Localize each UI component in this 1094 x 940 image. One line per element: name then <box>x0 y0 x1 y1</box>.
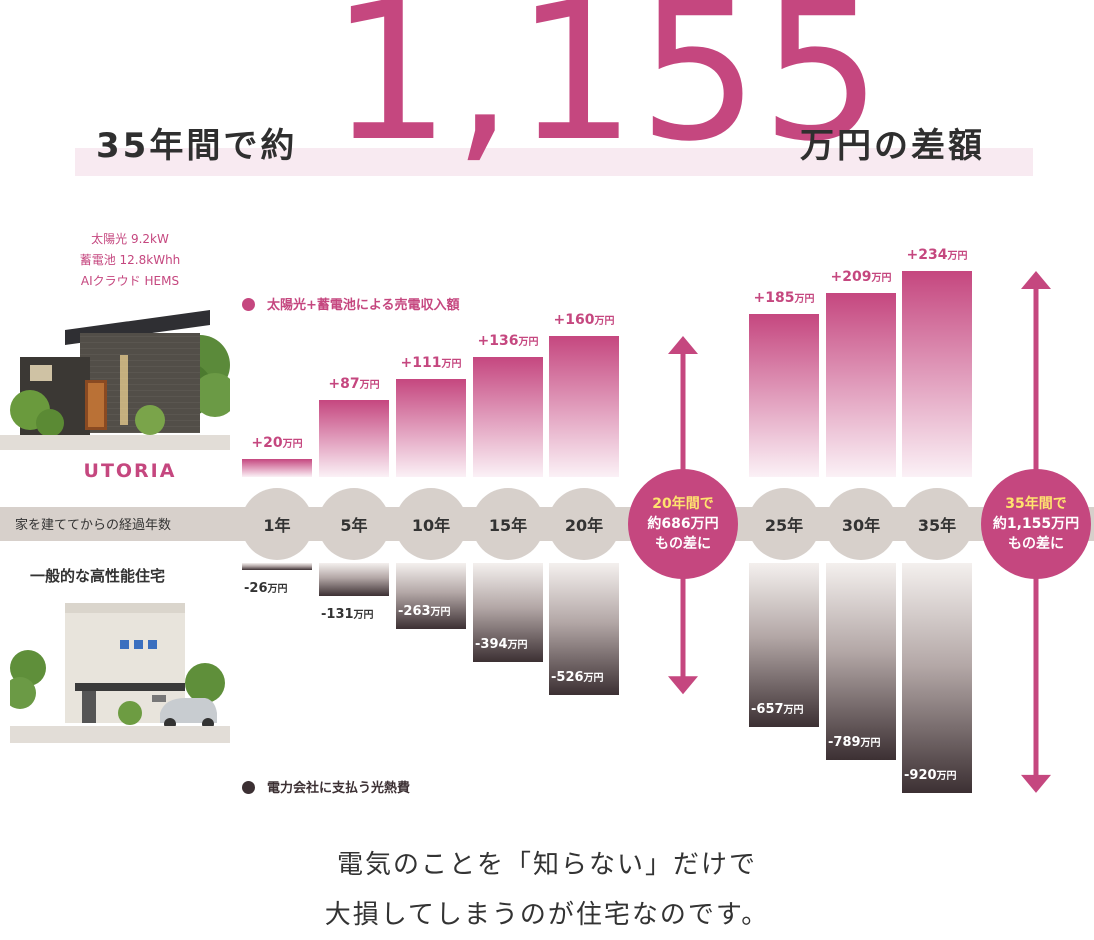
tagline: 電気のことを「知らない」だけで 大損してしまうのが住宅なのです。 <box>0 840 1094 940</box>
difference-line: 約1,155万円 <box>992 516 1080 532</box>
legend-cost: 電力会社に支払う光熱費 <box>242 777 410 796</box>
cost-label: -789万円 <box>828 735 881 751</box>
cost-bar <box>473 563 543 662</box>
cost-label: -920万円 <box>904 768 957 783</box>
arrow-up-head <box>1021 271 1051 290</box>
income-bar <box>549 336 619 477</box>
income-label: +185万円 <box>753 290 815 307</box>
unit-label: 万円 <box>267 583 288 595</box>
cost-bar <box>396 563 466 629</box>
difference-line: 35年間で <box>1005 496 1067 512</box>
cost-bar <box>319 563 389 596</box>
unit-label: 万円 <box>359 380 380 392</box>
unit-label: 万円 <box>441 359 462 371</box>
axis-label: 家を建ててからの経過年数 <box>15 518 172 533</box>
year-circle: 15年 <box>472 488 544 560</box>
income-label: +111万円 <box>400 355 462 372</box>
arrow-down-head <box>668 676 698 695</box>
headline-number: 1,155 <box>330 0 884 183</box>
income-label: +234万円 <box>906 247 968 264</box>
income-label: +87万円 <box>328 376 380 393</box>
unit-label: 万円 <box>871 273 892 285</box>
cost-label: -657万円 <box>751 702 804 718</box>
legend-cost-dot <box>242 781 255 794</box>
headline-band <box>75 148 1033 176</box>
difference-line: もの差に <box>654 536 711 552</box>
unit-label: 万円 <box>507 639 528 651</box>
difference-text: 20年間で約686万円もの差に <box>647 494 718 554</box>
income-label: +209万円 <box>830 269 892 286</box>
tagline-line-1: 電気のことを「知らない」だけで <box>336 850 757 880</box>
unit-label: 万円 <box>282 439 303 451</box>
utoria-house-image <box>0 310 230 450</box>
year-circle: 5年 <box>318 488 390 560</box>
year-circle: 10年 <box>395 488 467 560</box>
difference-circle: 35年間で約1,155万円もの差に <box>981 469 1091 579</box>
cost-bar <box>902 563 972 793</box>
year-circle: 30年 <box>825 488 897 560</box>
year-circle: 25年 <box>748 488 820 560</box>
generic-house-image <box>10 603 230 743</box>
difference-line: 約686万円 <box>647 516 719 532</box>
cost-label: -263万円 <box>398 603 451 619</box>
cost-bar <box>826 563 896 761</box>
difference-line: もの差に <box>1007 536 1064 552</box>
unit-label: 万円 <box>936 771 957 782</box>
unit-label: 万円 <box>583 672 604 684</box>
year-circle: 1年 <box>241 488 313 560</box>
cost-label: -26万円 <box>244 580 288 596</box>
income-bar <box>749 314 819 477</box>
headline-suffix: 万円の差額 <box>800 126 985 166</box>
income-bar <box>242 459 312 477</box>
spec-hems: AIクラウド HEMS <box>80 274 180 288</box>
income-bar <box>902 271 972 477</box>
income-bar <box>473 357 543 477</box>
income-bar <box>396 379 466 477</box>
difference-circle: 20年間で約686万円もの差に <box>628 469 738 579</box>
spec-battery: 蓄電池 12.8kWhh <box>79 253 181 267</box>
cost-bar <box>749 563 819 728</box>
unit-label: 万円 <box>783 705 804 717</box>
spec-solar: 太陽光 9.2kW <box>91 232 169 246</box>
year-circle: 35年 <box>901 488 973 560</box>
difference-line: 20年間で <box>652 496 714 512</box>
legend-income: 太陽光+蓄電池による売電収入額 <box>242 294 460 313</box>
cost-label: -131万円 <box>321 606 374 622</box>
unit-label: 万円 <box>594 316 615 328</box>
cost-bar <box>242 563 312 570</box>
cost-bar <box>549 563 619 695</box>
difference-text: 35年間で約1,155万円もの差に <box>993 494 1079 554</box>
income-label: +136万円 <box>477 333 539 350</box>
headline-prefix: 35年間で約 <box>96 126 298 166</box>
year-circle: 20年 <box>548 488 620 560</box>
unit-label: 万円 <box>947 251 968 263</box>
legend-income-dot <box>242 298 255 311</box>
income-label: +20万円 <box>251 435 303 452</box>
generic-house-label: 一般的な高性能住宅 <box>30 567 166 585</box>
income-bar <box>319 400 389 477</box>
legend-cost-text: 電力会社に支払う光熱費 <box>267 781 411 796</box>
cost-label: -394万円 <box>475 636 528 652</box>
tagline-line-2: 大損してしまうのが住宅なのです。 <box>324 900 770 930</box>
unit-label: 万円 <box>353 609 374 621</box>
unit-label: 万円 <box>860 738 881 750</box>
arrow-up-head <box>668 336 698 355</box>
unit-label: 万円 <box>518 337 539 349</box>
utoria-brand: UTORIA <box>83 460 177 482</box>
income-label: +160万円 <box>553 312 615 329</box>
unit-label: 万円 <box>794 294 815 306</box>
arrow-down-head <box>1021 774 1051 793</box>
unit-label: 万円 <box>430 606 451 618</box>
income-bar <box>826 293 896 477</box>
legend-income-text: 太陽光+蓄電池による売電収入額 <box>267 298 460 313</box>
cost-label: -526万円 <box>551 669 604 685</box>
